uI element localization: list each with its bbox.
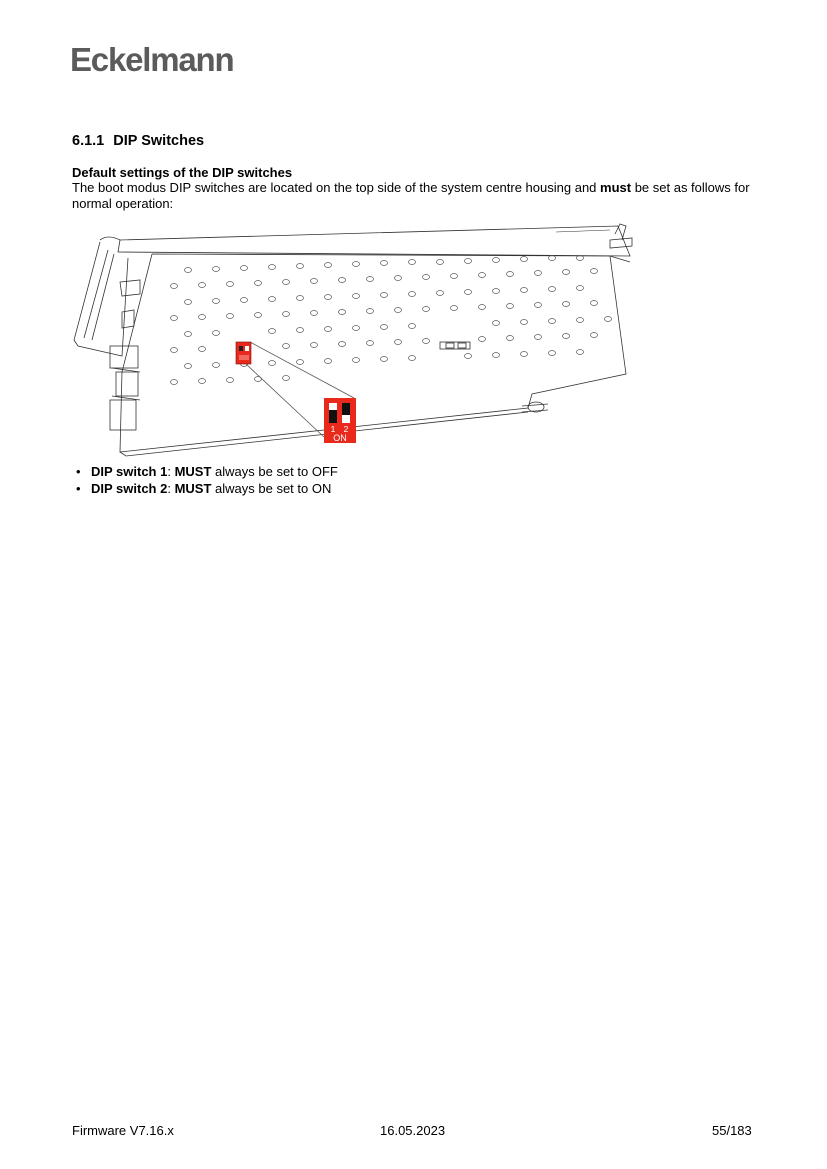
switch-1-toggle-off	[329, 410, 337, 423]
footer-page-number: 55/183	[712, 1123, 752, 1138]
list-item-label: DIP switch 1	[91, 464, 168, 479]
section-title: DIP Switches	[113, 133, 205, 149]
section-number: 6.1.1	[72, 133, 105, 149]
zoom-lines	[245, 341, 355, 438]
list-item-text: always be set to ON	[211, 480, 332, 496]
intro-bold-must: must	[600, 180, 632, 195]
footer-firmware-version: Firmware V7.16.x	[72, 1123, 174, 1138]
list-item: DIP switch 1: MUST always be set to OFF	[76, 464, 338, 481]
list-item: DIP switch 2: MUST always be set to ON	[76, 481, 338, 498]
list-item-separator: :	[167, 480, 175, 496]
footer-date: 16.05.2023	[380, 1123, 446, 1138]
switch-2-slot	[342, 403, 350, 423]
intro-text-1: The boot modus DIP switches are located …	[72, 180, 601, 195]
housing-illustration: 1 2 ON	[73, 223, 633, 457]
list-item-must: MUST	[174, 480, 212, 496]
housing-outline	[73, 223, 633, 457]
switch-2-toggle-on	[342, 415, 350, 423]
switch-1-label: 1	[331, 424, 336, 434]
dip-switch-small	[235, 341, 252, 365]
list-item-label: DIP switch 2	[91, 480, 168, 496]
dip-switch-detail: 1 2 ON	[324, 398, 356, 443]
dip-settings-list: DIP switch 1: MUST always be set to OFF …	[76, 464, 338, 497]
on-label: ON	[333, 433, 347, 443]
intro-paragraph: The boot modus DIP switches are located …	[72, 180, 762, 212]
list-item-separator: :	[167, 464, 175, 479]
subheading: Default settings of the DIP switches	[72, 165, 293, 180]
list-item-text: always be set to OFF	[211, 464, 338, 479]
section-heading: 6.1.1 DIP Switches	[72, 133, 204, 149]
vent-holes	[170, 255, 612, 385]
list-item-must: MUST	[174, 464, 212, 479]
intro-text-2: be set as follows for normal operation:	[72, 180, 750, 211]
company-logo: Eckelmann	[70, 41, 235, 78]
switch-2-label: 2	[344, 424, 349, 434]
